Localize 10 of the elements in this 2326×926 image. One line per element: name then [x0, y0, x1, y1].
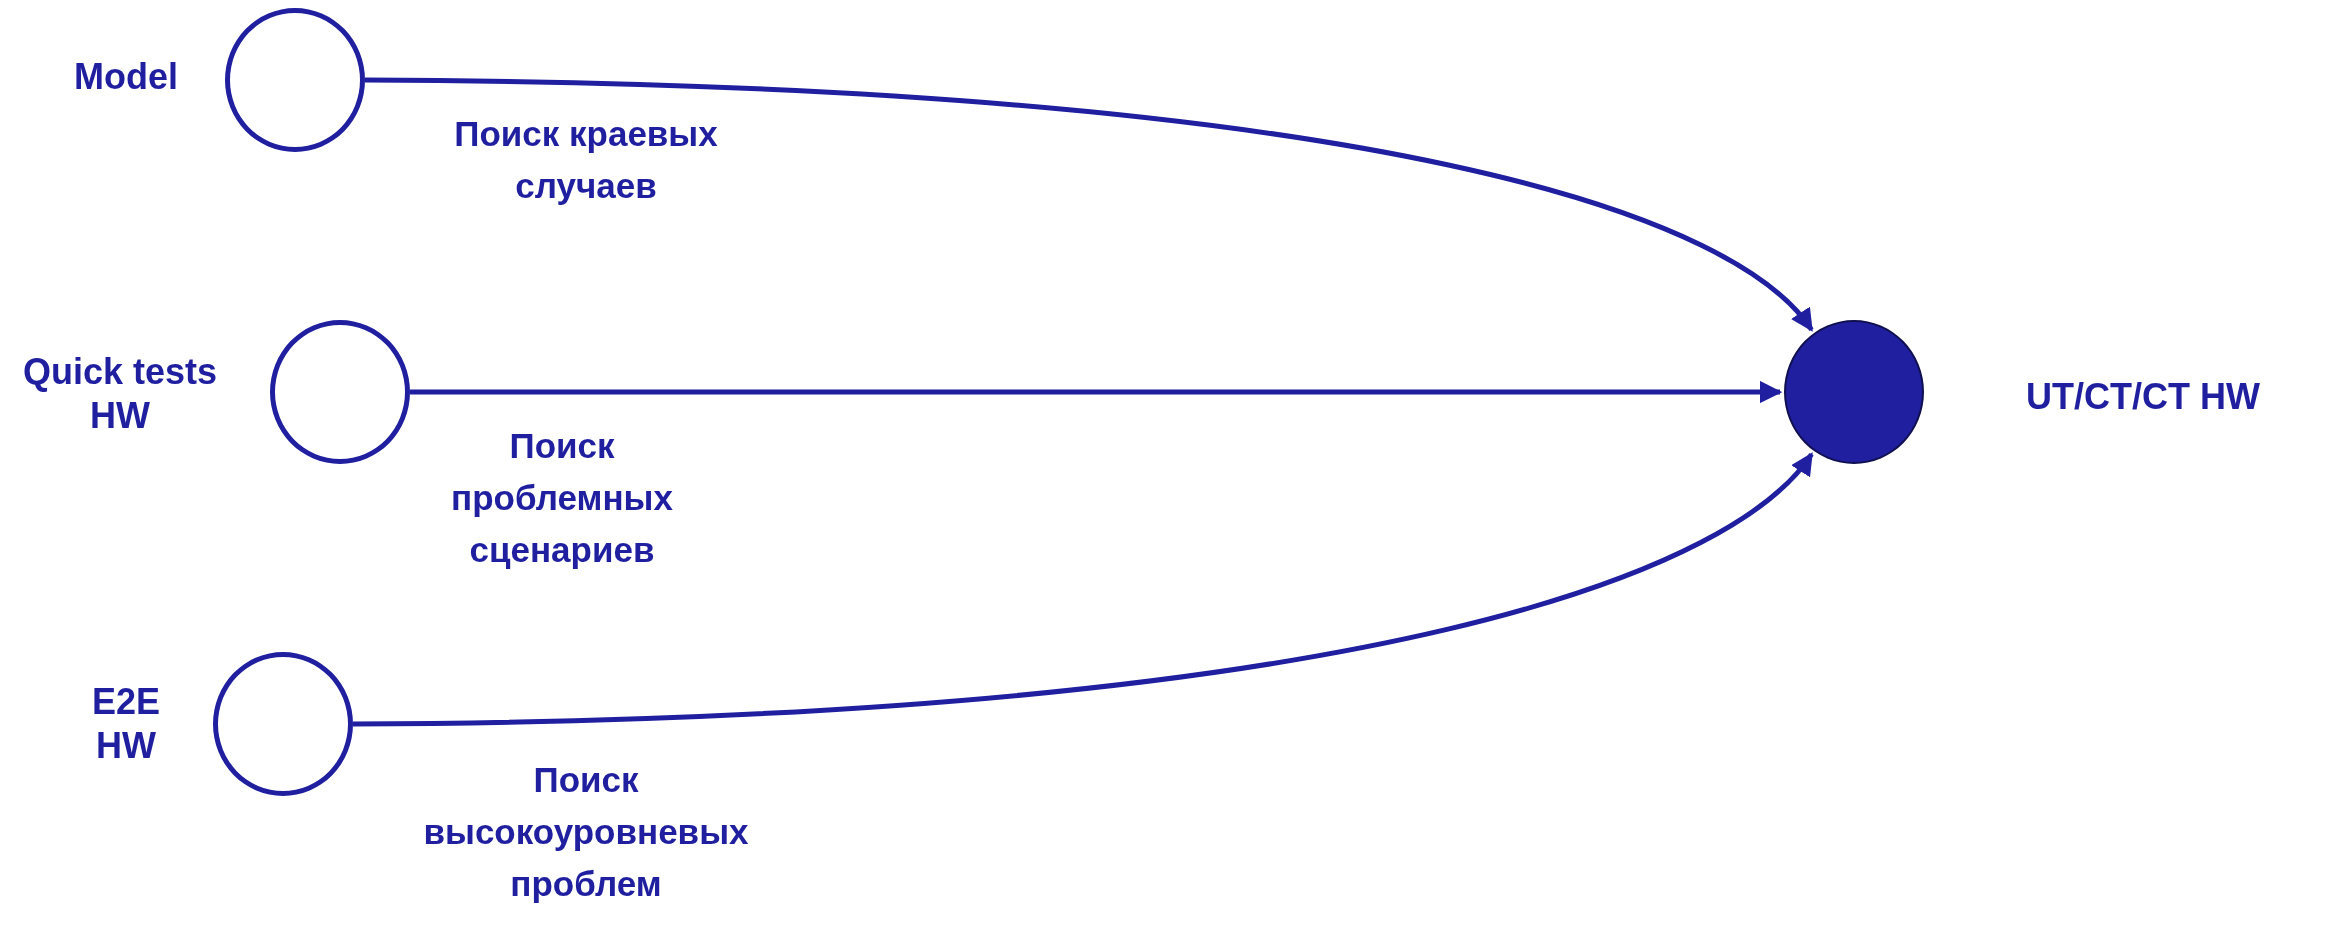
arrow	[352, 452, 1814, 727]
edge-label: Поиск высокоуровневых проблем	[422, 759, 750, 905]
edge-label: Поиск проблемных сценариев	[450, 425, 674, 571]
node-label: UT/CT/CT HW	[2025, 375, 2261, 419]
node-label: E2E HW	[90, 680, 161, 768]
arrow	[364, 77, 1814, 332]
node-label: Quick tests HW	[21, 350, 219, 438]
node-label: Model	[73, 55, 179, 99]
arrow	[410, 380, 1783, 404]
edge-label: Поиск краевых случаев	[453, 113, 719, 207]
